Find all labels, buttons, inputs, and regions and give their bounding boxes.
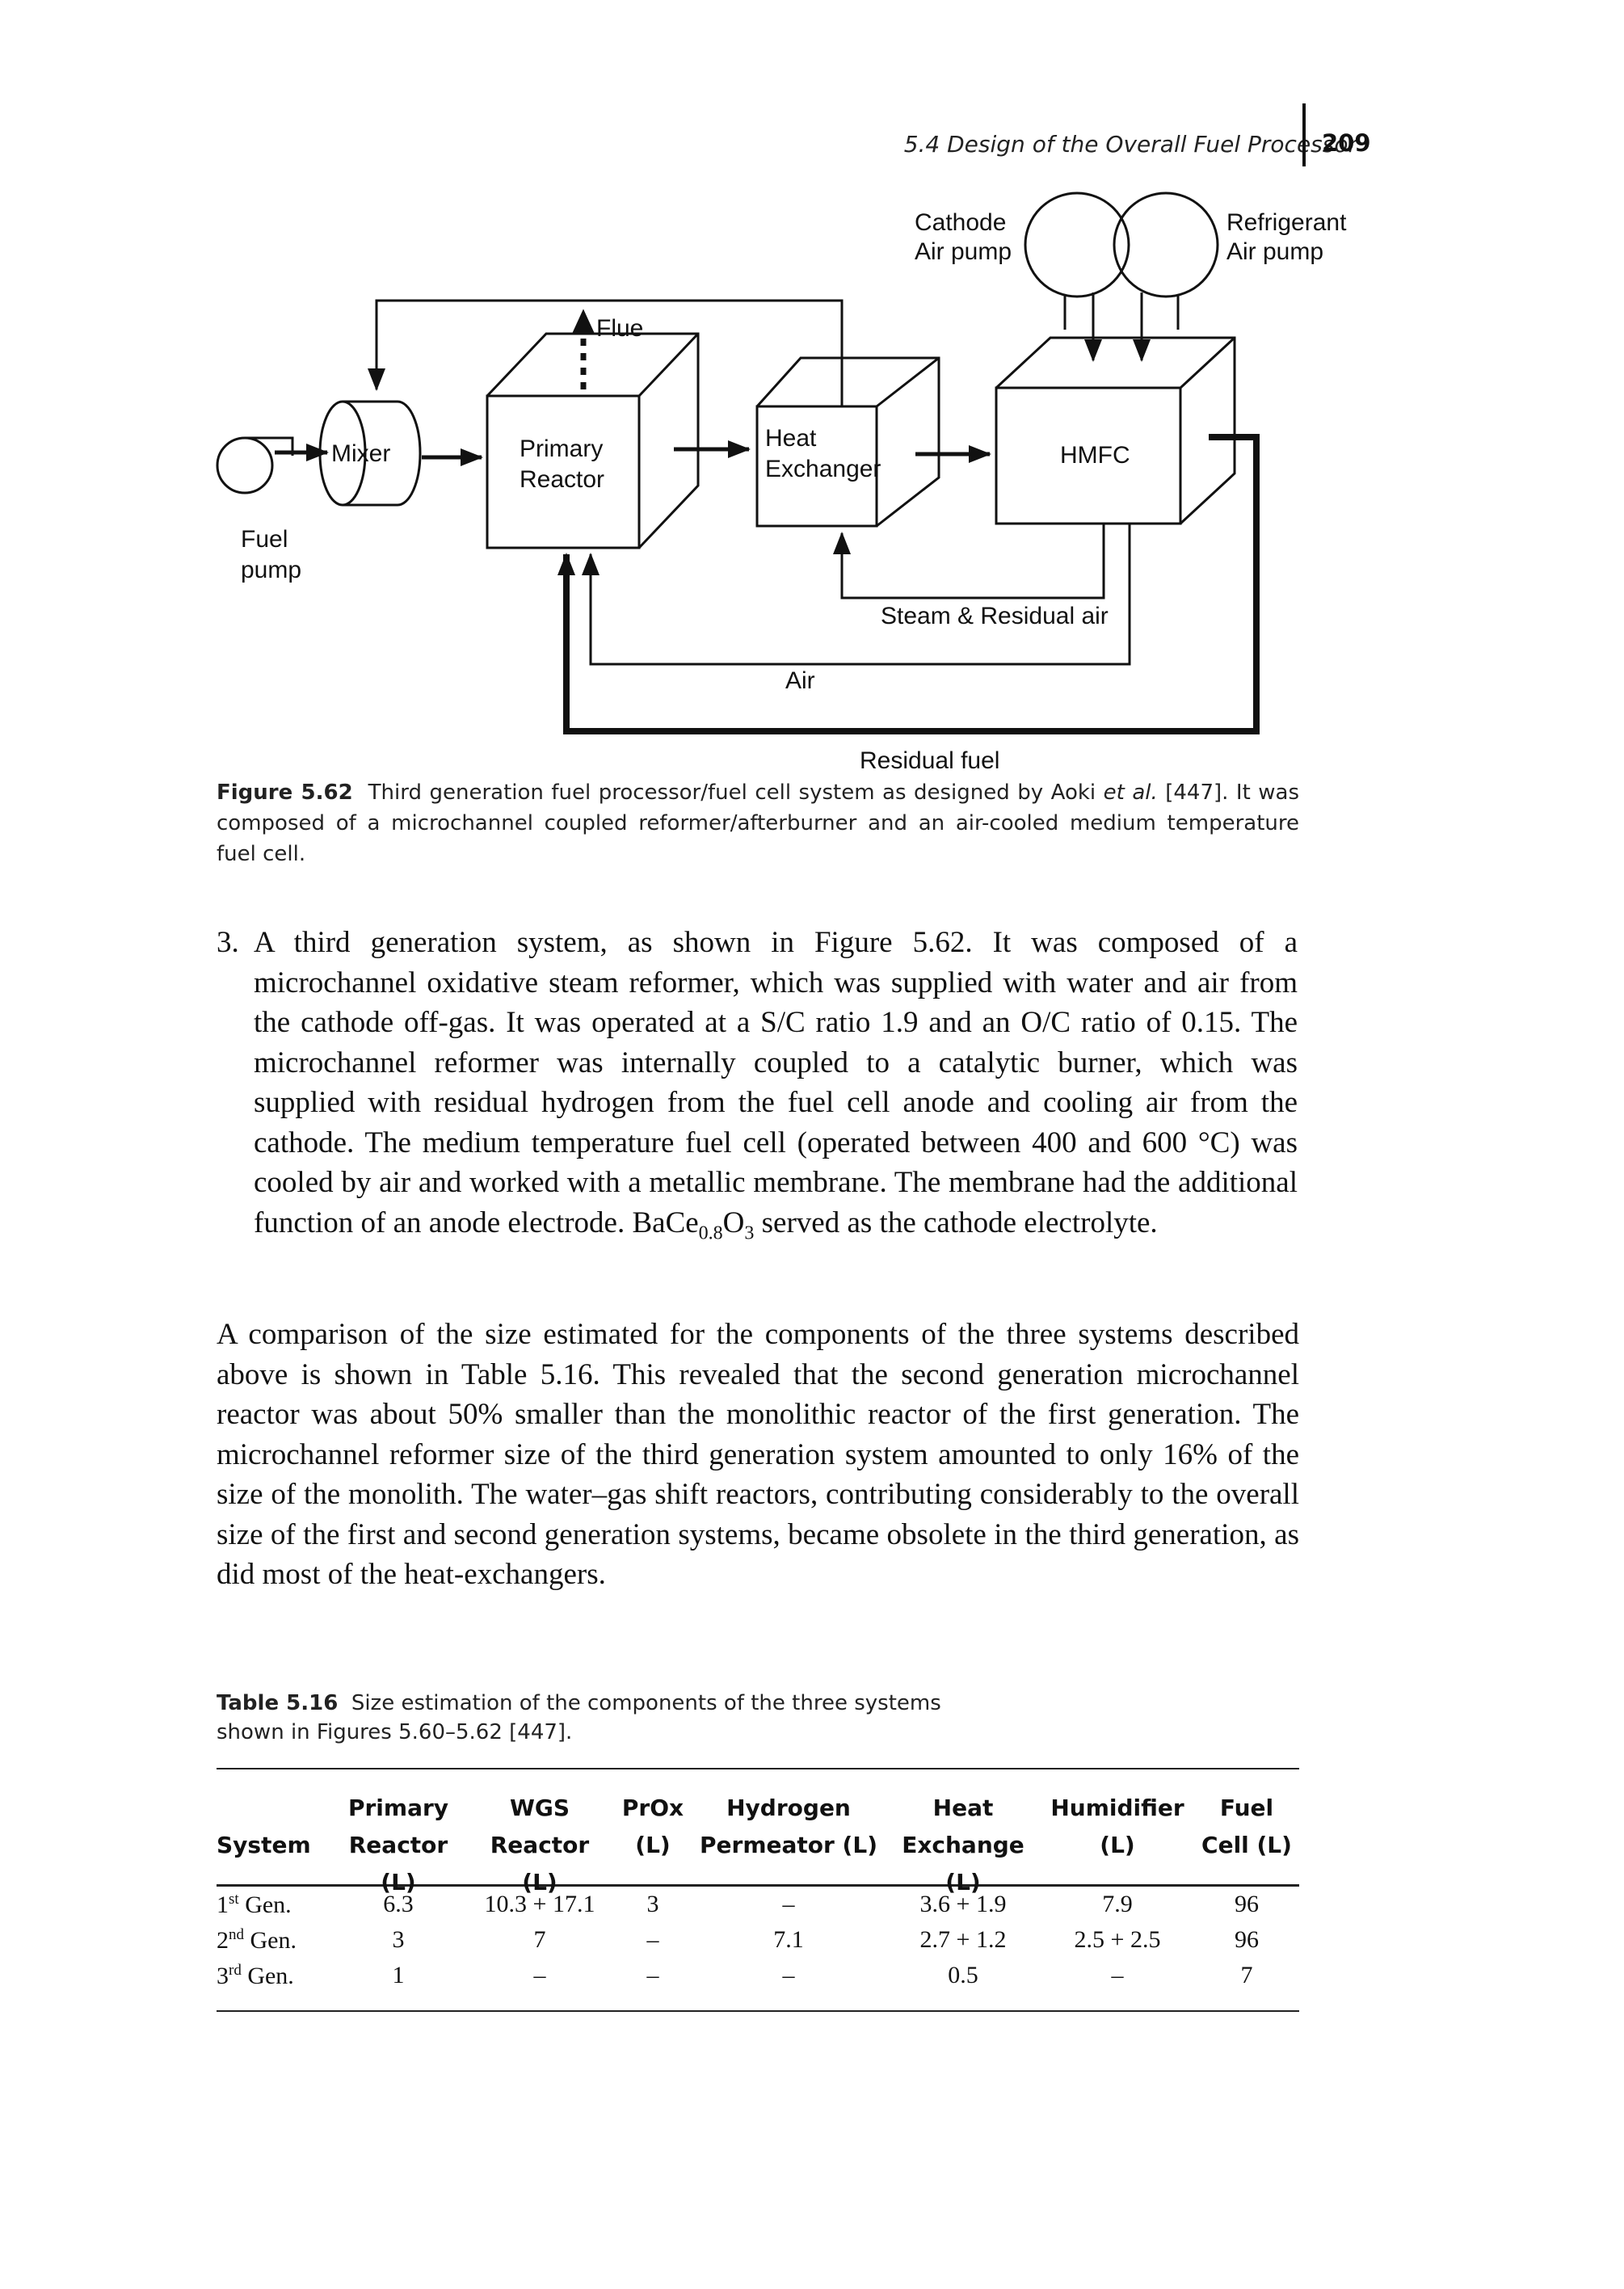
- cell: –: [533, 1962, 546, 1988]
- flue-label: Flue: [596, 315, 643, 342]
- fuel-pump-icon: [216, 436, 294, 494]
- cell: –: [646, 1926, 659, 1953]
- figure-caption-label: Figure 5.62: [217, 781, 353, 805]
- figure-caption-text-1: Third generation fuel processor/fuel cel…: [368, 781, 1104, 805]
- formula-bace: BaCe: [632, 1206, 699, 1239]
- cathode-pump-label-2: Air pump: [915, 238, 1012, 265]
- cell: –: [782, 1962, 795, 1988]
- cell: 7: [533, 1926, 546, 1953]
- cell: 0.5: [948, 1962, 978, 1988]
- running-header: 5.4 Design of the Overall Fuel Processor: [903, 131, 1357, 158]
- air-label: Air: [785, 667, 815, 694]
- primary-reactor-label-2: Reactor: [520, 466, 604, 493]
- page-number: 209: [1322, 129, 1371, 157]
- formula-o: O: [722, 1206, 745, 1239]
- row-label: 2nd Gen.: [217, 1926, 297, 1954]
- steam-residual-air-label: Steam & Residual air: [881, 603, 1109, 629]
- cell: 3: [392, 1926, 405, 1953]
- cell: –: [782, 1891, 795, 1917]
- heat-exchanger-label-2: Exchanger: [765, 456, 881, 482]
- table-caption: Table 5.16 Size estimation of the compon…: [217, 1689, 944, 1747]
- row-label: 3rd Gen.: [217, 1962, 294, 1989]
- list-item-text-end: served as the cathode electrolyte.: [754, 1206, 1158, 1239]
- cell: 7: [1240, 1962, 1253, 1988]
- mixer-label: Mixer: [331, 440, 390, 467]
- cathode-pump-label-1: Cathode: [915, 209, 1006, 236]
- header-divider: [1302, 103, 1306, 166]
- hmfc-fuel-cell-box: [995, 336, 1236, 525]
- hmfc-label: HMFC: [1060, 442, 1130, 469]
- process-flow-diagram: Cathode Air pump Refrigerant Air pump Fl…: [216, 191, 1347, 774]
- table-header-rule: [217, 1884, 1299, 1887]
- list-item-text-main: A third generation system, as shown in F…: [254, 926, 1298, 1239]
- primary-reactor-label-1: Primary: [520, 435, 603, 462]
- col-header-humidifier: Humidifier(L): [1050, 1795, 1184, 1858]
- body-paragraph: A comparison of the size estimated for t…: [217, 1318, 1299, 1591]
- figure-caption-text-2: [447]. It was composed of a microchannel…: [217, 781, 1300, 866]
- figure-caption: Figure 5.62 Third generation fuel proces…: [217, 777, 1299, 869]
- cell: 96: [1235, 1891, 1259, 1917]
- mixer-vessel: [318, 400, 422, 507]
- heat-exchanger-box: [755, 356, 940, 528]
- row-label: 1st Gen.: [217, 1891, 292, 1918]
- formula-sub-2: 3: [744, 1222, 755, 1243]
- heat-exchanger-label-1: Heat: [765, 425, 817, 452]
- residual-fuel-label: Residual fuel: [860, 747, 999, 774]
- figure-5-62: Cathode Air pump Refrigerant Air pump Fl…: [0, 0, 1624, 808]
- table-caption-text: Size estimation of the components of the…: [217, 1691, 941, 1744]
- cell: –: [646, 1962, 659, 1988]
- fuel-pump-label-2: pump: [241, 557, 301, 583]
- cell: 6.3: [383, 1891, 414, 1917]
- col-header-prox: PrOx(L): [621, 1795, 684, 1858]
- cell: 2.5 + 2.5: [1074, 1926, 1161, 1953]
- list-item-number: 3.: [217, 926, 239, 959]
- table-top-rule: [217, 1768, 1299, 1769]
- formula-sub-1: 0.8: [698, 1222, 723, 1243]
- cell: 7.9: [1102, 1891, 1133, 1917]
- list-item-text: A third generation system, as shown in F…: [254, 923, 1298, 1253]
- refrigerant-pump-label-1: Refrigerant: [1226, 209, 1347, 236]
- refrigerant-pump-label-2: Air pump: [1226, 238, 1323, 265]
- col-header-system: System: [217, 1832, 311, 1858]
- cell: –: [1111, 1962, 1124, 1988]
- cell: 7.1: [773, 1926, 804, 1953]
- cell: 96: [1235, 1926, 1259, 1953]
- table-row: 3rd Gen. 1 – – – 0.5 – 7: [217, 1962, 1299, 1994]
- table-bottom-rule: [217, 2010, 1299, 2012]
- cell: 1: [392, 1962, 405, 1988]
- table-caption-label: Table 5.16: [217, 1691, 339, 1715]
- table-row: 2nd Gen. 3 7 – 7.1 2.7 + 1.2 2.5 + 2.5 9…: [217, 1926, 1299, 1959]
- primary-reactor-box: [486, 332, 700, 549]
- cell: 3: [646, 1891, 659, 1917]
- cell: 10.3 + 17.1: [484, 1891, 595, 1917]
- table-row: 1st Gen. 6.3 10.3 + 17.1 3 – 3.6 + 1.9 7…: [217, 1891, 1299, 1923]
- cell: 3.6 + 1.9: [919, 1891, 1007, 1917]
- cell: 2.7 + 1.2: [919, 1926, 1007, 1953]
- refrigerant-air-pump-icon: [1113, 191, 1219, 330]
- fuel-pump-label-1: Fuel: [241, 526, 288, 553]
- figure-caption-etal: et al.: [1103, 781, 1158, 805]
- cathode-air-pump-icon: [1024, 191, 1130, 330]
